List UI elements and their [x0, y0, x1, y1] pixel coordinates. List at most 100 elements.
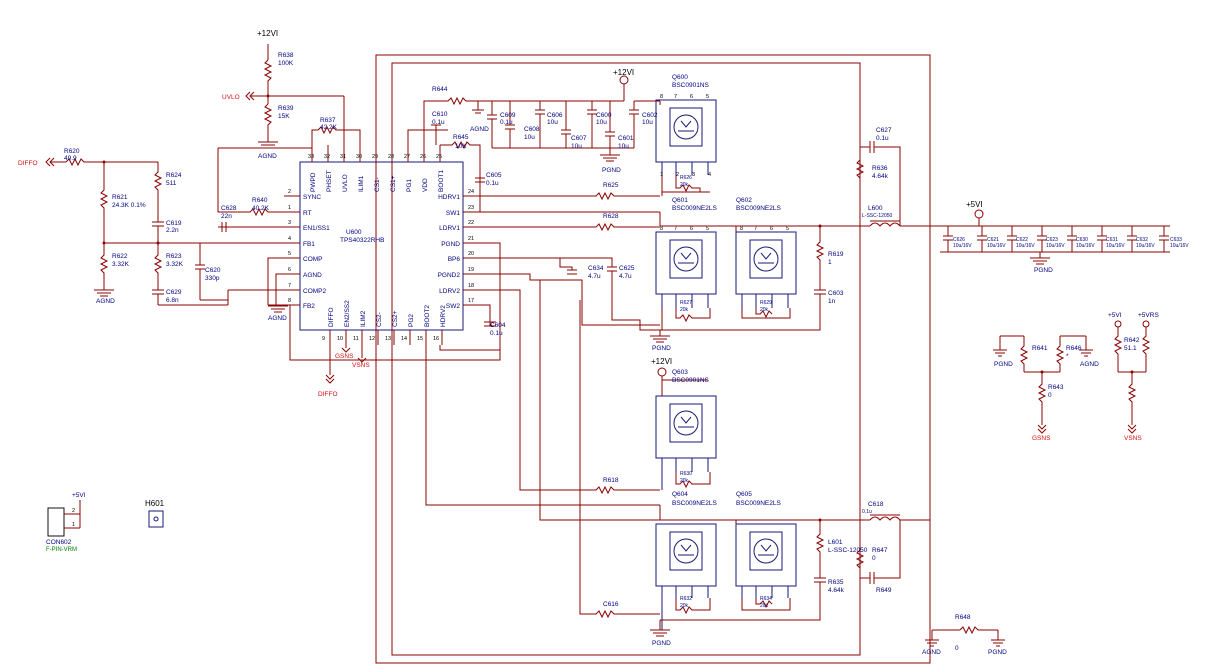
out-cap-4[interactable]: C630 10u/16V — [1067, 226, 1095, 252]
gnd-label: PGND — [994, 361, 1013, 368]
q-ref: Q602 — [736, 197, 752, 204]
pin-num: 13 — [385, 336, 391, 342]
comp-val: 10u — [596, 119, 607, 126]
out-cap-3[interactable]: C623 10u/16V — [1037, 226, 1065, 252]
gnd-label: AGND — [96, 298, 115, 305]
q-ref: Q605 — [736, 491, 752, 498]
comp-ref: L601 — [828, 539, 843, 546]
q-part: BSC009NE2LS — [672, 500, 717, 507]
mosfet-q601[interactable]: 8 7 6 5 — [655, 226, 717, 330]
pin-num: 33 — [308, 154, 314, 160]
cap-ref: C632 — [1136, 237, 1148, 243]
comp-val: 0 — [872, 555, 876, 562]
net-label-12v: +12VI — [257, 29, 278, 38]
pin-num: 22 — [468, 220, 474, 226]
pin-num: 20 — [468, 251, 474, 257]
comp-ref: C604 — [490, 322, 506, 329]
q-part: BSC009NE2LS — [736, 500, 781, 507]
pin-name: CS2- — [376, 312, 383, 327]
comp-val: 49.9 — [64, 155, 77, 162]
out-cap-7[interactable]: C633 10u/16V — [1159, 226, 1189, 252]
svg-text:8: 8 — [660, 94, 663, 100]
out-cap-1[interactable]: C621 10u/16V — [977, 226, 1006, 252]
input-cap-bank — [407, 75, 661, 212]
pin-num: 10 — [337, 336, 343, 342]
comp-val: 0.1u — [490, 330, 503, 337]
out-cap-0[interactable]: C626 10u/16V — [943, 226, 972, 252]
gate-drive-traces — [425, 191, 660, 619]
comp-val: 10u — [571, 143, 582, 150]
comp-ref: L600 — [868, 205, 883, 212]
comp-val: L-SSC-12050 — [862, 213, 893, 219]
pin-num: 18 — [468, 283, 474, 289]
ic-u600[interactable]: U600 TPS40322RHB 2 1 3 4 5 6 7 8 SYNC RT… — [284, 145, 480, 345]
out-cap-5[interactable]: C631 10u/16V — [1097, 226, 1125, 252]
net-label-uvlo: UVLO — [222, 94, 240, 101]
pin-name: COMP2 — [303, 288, 327, 295]
mosfet-q605[interactable] — [735, 523, 797, 611]
comp-val: 3.32K — [166, 261, 184, 268]
pin-num: 11 — [353, 336, 359, 342]
net-label-vsns-out: VSNS — [1124, 435, 1142, 442]
svg-text:8: 8 — [660, 226, 663, 232]
comp-ref: R620 — [64, 148, 80, 155]
ic-top-pins: 33 32 31 30 29 28 27 26 25 PWPD PHSET UV… — [308, 145, 445, 192]
out-cap-2[interactable]: C622 10u/16V — [1007, 226, 1035, 252]
connector-con602[interactable]: 2 1 — [47, 500, 81, 537]
pin-name: EN1/SS1 — [303, 225, 330, 232]
comp-val: 2.2n — [166, 227, 179, 234]
gnd-label: AGND — [922, 649, 941, 656]
pin-name: AGND — [303, 272, 322, 279]
mosfet-q600[interactable]: 8 7 6 5 1 2 3 4 — [655, 94, 717, 196]
comp-ref: C629 — [166, 289, 182, 296]
pin-name: BP6 — [448, 256, 461, 263]
q-part: BSC009NE2LS — [672, 205, 717, 212]
net-label-diffo-out: DIFFO — [318, 391, 338, 398]
pin-num: 30 — [356, 154, 362, 160]
comp-ref: C625 — [619, 265, 635, 272]
pin-name: ILIM2 — [360, 310, 367, 327]
comp-val: 0 — [955, 645, 959, 652]
comp-ref: C610 — [432, 111, 448, 118]
cap-val: 10u/16V — [1016, 243, 1035, 249]
comp-val: 4.64k — [828, 587, 845, 594]
pin-name: CS1- — [374, 177, 381, 192]
ic-left-pins: 2 1 3 4 5 6 7 8 SYNC RT EN1/SS1 FB1 COMP… — [284, 189, 330, 310]
pin-num: 6 — [288, 267, 291, 273]
comp-ref: R624 — [166, 172, 182, 179]
comp-val: 4.64k — [872, 173, 889, 180]
out-cap-6[interactable]: C632 10u/16V — [1127, 226, 1155, 252]
comp-val: L-SSC-12050 — [828, 547, 868, 554]
comp-val: 40.2K — [252, 205, 270, 212]
comp-ref: C606 — [547, 112, 563, 119]
mosfet-q603[interactable] — [655, 379, 717, 490]
gnd-label: PGND — [1034, 267, 1053, 274]
comp-ref: R625 — [603, 182, 619, 189]
svg-text:1: 1 — [72, 522, 75, 528]
cap-val: 10u/16V — [953, 243, 972, 249]
pin-name: UVLO — [342, 174, 349, 192]
comp-val: 22n — [221, 213, 232, 220]
comp-val: 3.32K — [112, 261, 130, 268]
rt-and-ilim-network — [217, 125, 361, 232]
pin-name: RT — [303, 210, 312, 217]
cap-ref: C622 — [1016, 237, 1028, 243]
mosfet-q602[interactable]: 8 7 6 5 — [735, 226, 797, 319]
pin-name: BOOT1 — [438, 170, 445, 192]
cap-ref: C623 — [1046, 237, 1058, 243]
svg-text:5: 5 — [786, 226, 789, 232]
svg-text:2: 2 — [72, 508, 75, 514]
mounting-hole-h601[interactable] — [148, 510, 164, 528]
q-gate-val: 20k — [760, 307, 769, 313]
mosfet-q604[interactable] — [655, 523, 717, 630]
pin-num: 16 — [433, 336, 439, 342]
comp-val: 1 — [828, 259, 832, 266]
comp-ref: C601 — [618, 135, 634, 142]
sense-network — [993, 320, 1151, 434]
net-label-12v: +12VI — [613, 68, 634, 77]
gnd-label: PGND — [652, 640, 671, 647]
net-label-5vrs: +5VRS — [1138, 312, 1159, 319]
svg-text:7: 7 — [674, 226, 677, 232]
q-gate-res: R630 — [680, 471, 692, 477]
